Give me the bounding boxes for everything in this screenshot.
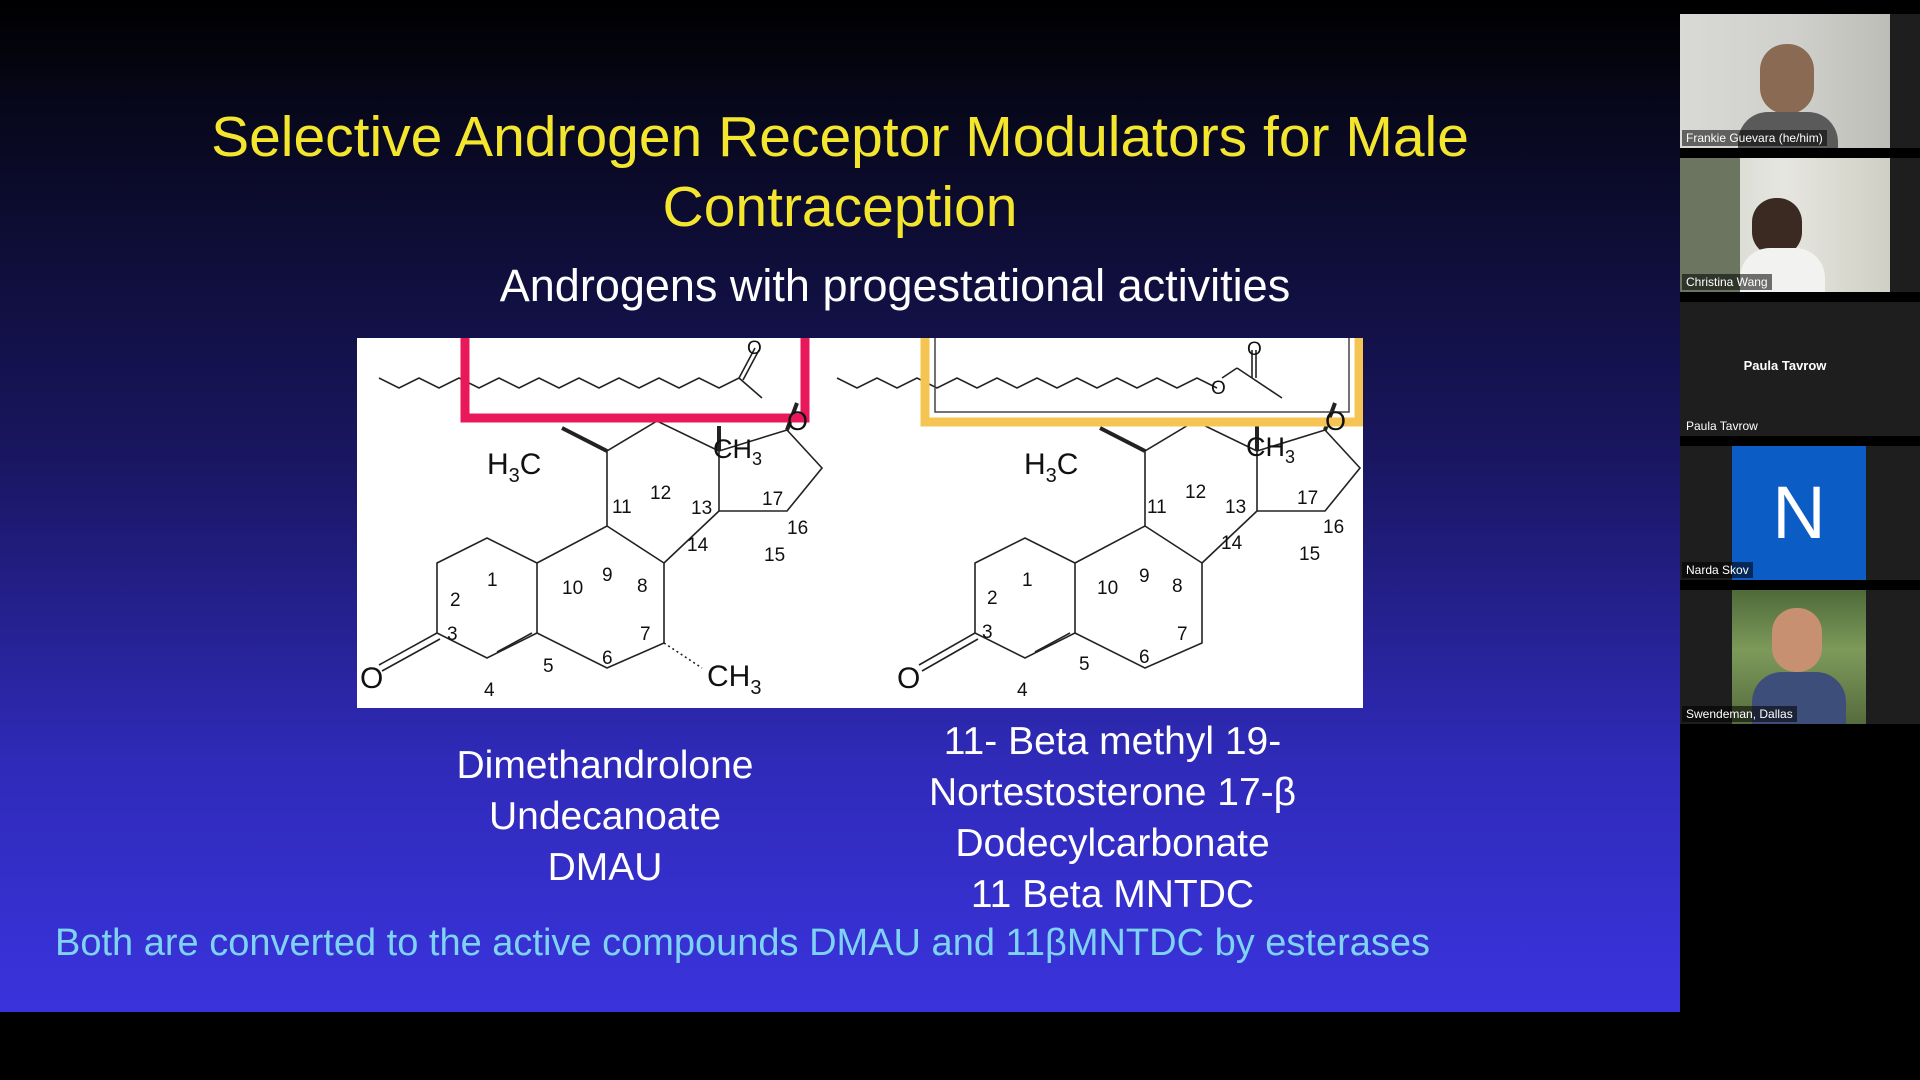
- ring-number: 3: [447, 624, 458, 645]
- svg-text:CH3: CH3: [713, 434, 762, 469]
- ring-number: 10: [562, 578, 583, 599]
- slide-title-line1: Selective Androgen Receptor Modulators f…: [211, 105, 1469, 169]
- steroid-structures-figure: O O O H3C CH3 CH3 1 2 3 4 5 6 7 8 9 10 1…: [357, 338, 1363, 708]
- h3c-c: C: [1057, 448, 1079, 481]
- ring-number: 8: [637, 576, 648, 597]
- ring-number: 17: [762, 489, 783, 510]
- ch3-ch: CH: [707, 660, 750, 693]
- participant-tile-paula[interactable]: Paula Tavrow Paula Tavrow: [1680, 302, 1920, 436]
- ch3-ch: CH: [713, 434, 752, 464]
- slide-footer-note: Both are converted to the active compoun…: [55, 922, 1431, 964]
- ring-number: 6: [1139, 647, 1150, 668]
- ring-number: 1: [1022, 570, 1033, 591]
- slide-title-line2: Contraception: [662, 175, 1018, 239]
- oxygen-label: O: [897, 662, 920, 695]
- compound-name-line: Dodecylcarbonate: [955, 822, 1270, 865]
- h3c-c: C: [520, 448, 542, 481]
- participant-video: [1680, 14, 1890, 148]
- gallery-empty-area: [1680, 725, 1920, 1012]
- ring-number: 12: [1185, 482, 1206, 503]
- ch3-sub: 3: [752, 449, 762, 469]
- oxygen-label: O: [1325, 406, 1346, 436]
- ring-number: 2: [987, 588, 998, 609]
- compound-name-line: 11 Beta MNTDC: [970, 873, 1255, 916]
- oxygen-label: O: [747, 338, 762, 359]
- ester-highlight-left: [460, 338, 810, 423]
- participant-name: Swendeman, Dallas: [1682, 706, 1797, 722]
- compound-name-left: Dimethandrolone Undecanoate DMAU: [400, 740, 810, 893]
- ring-number: 14: [687, 535, 709, 556]
- ring-number: 15: [1299, 544, 1320, 565]
- participant-tile-frankie[interactable]: Frankie Guevara (he/him): [1680, 14, 1920, 148]
- ring-number: 9: [1139, 566, 1150, 587]
- participant-tile-dallas[interactable]: Swendeman, Dallas: [1680, 590, 1920, 724]
- ring-number: 3: [982, 622, 993, 643]
- ch3-sub: 3: [750, 677, 761, 699]
- ring-number: 13: [1225, 497, 1246, 518]
- ring-number: 2: [450, 590, 461, 611]
- ring-number: 12: [650, 483, 671, 504]
- compound-name-line: Nortestosterone 17-β: [928, 771, 1297, 814]
- ring-number: 7: [1177, 624, 1188, 645]
- participant-tile-narda[interactable]: N Narda Skov: [1680, 446, 1920, 580]
- participant-avatar-initial: N: [1732, 446, 1866, 580]
- ring-number: 5: [1079, 654, 1090, 675]
- compound-name-line: 11- Beta methyl 19-: [943, 720, 1282, 763]
- svg-text:H3C: H3C: [487, 448, 541, 487]
- ring-number: 17: [1297, 488, 1318, 509]
- slide-subtitle: Androgens with progestational activities: [499, 260, 1291, 311]
- dmau-structure: [378, 347, 824, 672]
- ring-number: 13: [691, 498, 712, 519]
- oxygen-label: O: [1211, 378, 1226, 399]
- participant-name: Frankie Guevara (he/him): [1682, 130, 1827, 146]
- ring-number: 16: [787, 518, 808, 539]
- ring-number: 4: [484, 680, 495, 701]
- oxygen-label: O: [360, 662, 383, 695]
- ring-number: 5: [543, 656, 554, 677]
- ch3-sub: 3: [1285, 447, 1295, 467]
- ring-number: 15: [764, 545, 785, 566]
- mntdc-structure: [836, 350, 1362, 672]
- participant-name: Paula Tavrow: [1686, 419, 1758, 433]
- ring-number: 6: [602, 648, 613, 669]
- person-head: [1752, 198, 1802, 256]
- ring-number: 10: [1097, 578, 1118, 599]
- participant-video: [1732, 590, 1866, 724]
- participant-name: Narda Skov: [1682, 562, 1753, 578]
- oxygen-label: O: [787, 406, 808, 436]
- person-head: [1760, 44, 1814, 114]
- ring-number: 11: [1147, 497, 1167, 518]
- svg-text:H3C: H3C: [1024, 448, 1078, 487]
- compound-name-line: DMAU: [547, 846, 663, 889]
- h3c-h: H: [487, 448, 509, 481]
- ring-number: 7: [640, 624, 651, 645]
- background-plants: [1680, 158, 1740, 292]
- oxygen-label: O: [1247, 339, 1262, 360]
- ring-number: 4: [1017, 680, 1028, 701]
- ring-number: 16: [1323, 517, 1344, 538]
- h3c-sub: 3: [509, 465, 520, 487]
- ch3-ch: CH: [1246, 432, 1285, 462]
- compound-name-line: Dimethandrolone: [456, 744, 754, 787]
- ester-highlight-right: [920, 338, 1363, 427]
- participant-video: [1680, 158, 1890, 292]
- compound-name-line: Undecanoate: [488, 795, 722, 838]
- h3c-h: H: [1024, 448, 1046, 481]
- participant-center-name: Paula Tavrow: [1743, 358, 1827, 373]
- svg-text:CH3: CH3: [1246, 432, 1295, 467]
- h3c-sub: 3: [1046, 465, 1057, 487]
- ring-number: 9: [602, 565, 613, 586]
- compound-name-right: 11- Beta methyl 19- Nortestosterone 17-β…: [855, 716, 1370, 920]
- participant-tile-christina[interactable]: Christina Wang: [1680, 158, 1920, 292]
- svg-text:CH3: CH3: [707, 660, 761, 699]
- ring-number: 11: [612, 497, 632, 518]
- ring-number: 14: [1221, 533, 1243, 554]
- person-head: [1772, 608, 1822, 672]
- shared-slide: Selective Androgen Receptor Modulators f…: [0, 0, 1680, 1012]
- ring-number: 8: [1172, 576, 1183, 597]
- participant-name: Christina Wang: [1682, 274, 1772, 290]
- ring-number: 1: [487, 570, 498, 591]
